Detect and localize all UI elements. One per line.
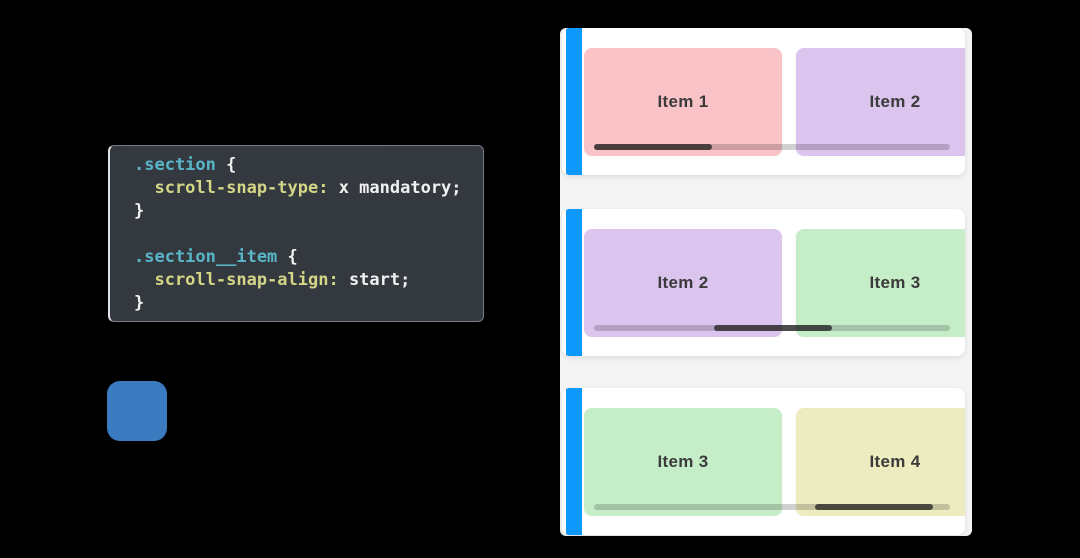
scroll-item-card: Item 4 — [796, 408, 965, 516]
scrollbar-thumb[interactable] — [594, 144, 712, 150]
code-token: scroll-snap-type: — [134, 178, 329, 198]
scroll-item-card: Item 3 — [796, 229, 965, 337]
snap-indicator-bar — [566, 28, 582, 175]
scroll-item-card: Item 2 — [584, 229, 782, 337]
code-token: scroll-snap-align: — [134, 270, 339, 290]
code-line: } — [134, 292, 483, 315]
scroll-item-card: Item 1 — [584, 48, 782, 156]
scrollbar-thumb[interactable] — [714, 325, 832, 331]
code-line: scroll-snap-type: x mandatory; — [134, 177, 483, 200]
scrollbar-track[interactable] — [594, 325, 950, 331]
code-token: } — [134, 293, 145, 313]
code-token: start; — [338, 270, 411, 290]
code-token: .section — [134, 155, 216, 175]
code-line: .section { — [134, 154, 483, 177]
code-token: { — [215, 155, 237, 175]
code-line — [134, 223, 483, 246]
scroll-item-card: Item 3 — [584, 408, 782, 516]
blue-rounded-square-logo — [107, 381, 167, 441]
code-line: .section__item { — [134, 246, 483, 269]
code-snippet: .section { scroll-snap-type: x mandatory… — [108, 145, 484, 322]
scrollbar-thumb[interactable] — [815, 504, 933, 510]
code-line: } — [134, 200, 483, 223]
code-token: .section__item — [134, 247, 278, 267]
scroll-item-card: Item 2 — [796, 48, 965, 156]
code-token: } — [134, 201, 145, 221]
scrollbar-track[interactable] — [594, 504, 950, 510]
snap-indicator-bar — [566, 388, 582, 535]
code-token: { — [277, 247, 298, 267]
code-token: x mandatory; — [328, 178, 462, 198]
code-line: scroll-snap-align: start; — [134, 269, 483, 292]
scrollbar-track[interactable] — [594, 144, 950, 150]
snap-indicator-bar — [566, 209, 582, 356]
